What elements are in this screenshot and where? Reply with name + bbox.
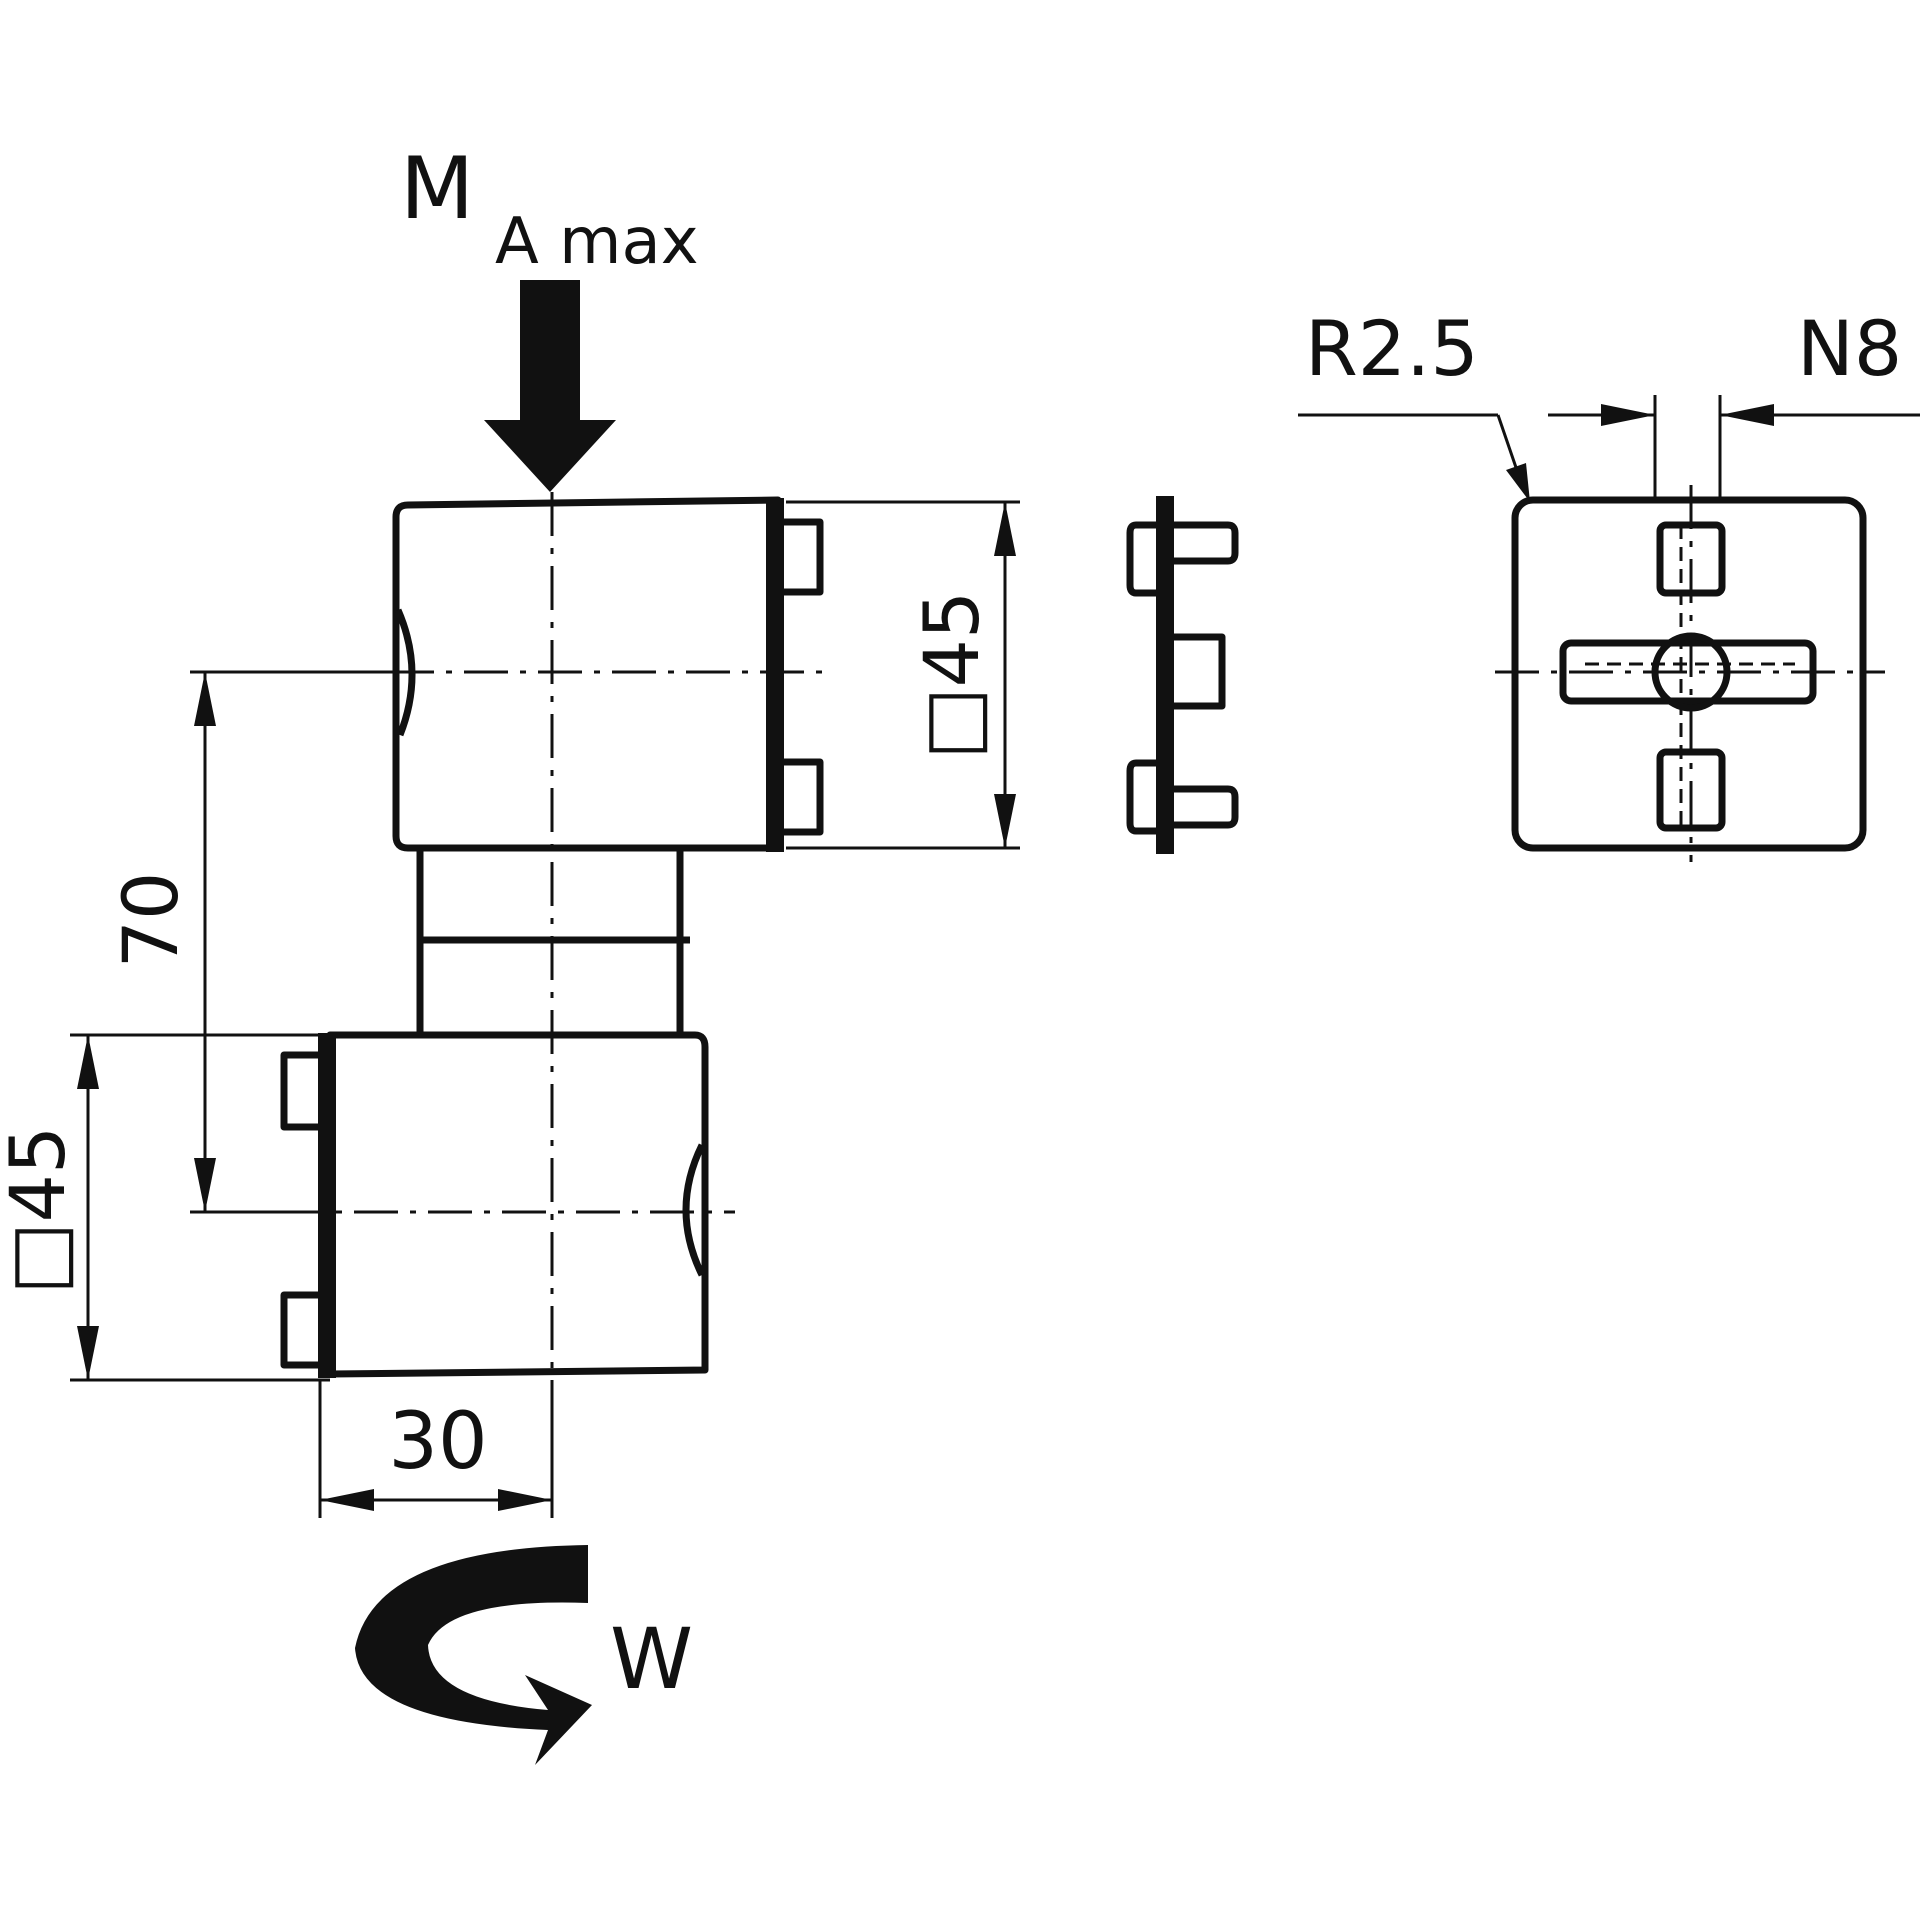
offset-dimension xyxy=(190,670,395,1214)
upper-square-label: □45 xyxy=(907,591,996,760)
upper-block xyxy=(392,496,824,852)
neck xyxy=(416,848,690,1035)
load-subscript: A max xyxy=(495,205,699,279)
slot-label: N8 xyxy=(1797,304,1902,393)
side-profile xyxy=(1126,496,1239,854)
center-lines xyxy=(280,492,830,1520)
offset-label: 70 xyxy=(106,872,195,969)
load-arrow xyxy=(484,280,616,492)
load-symbol: M xyxy=(400,139,474,239)
rotation-label: W xyxy=(610,1610,693,1708)
radius-label: R2.5 xyxy=(1305,304,1479,393)
plate-center-lines xyxy=(1495,485,1885,862)
lower-block xyxy=(280,1031,709,1378)
radius-leader xyxy=(1298,413,1530,502)
lower-square-dimension xyxy=(70,1033,330,1382)
width-label: 30 xyxy=(388,1397,487,1487)
plate-front-view xyxy=(1511,496,1867,852)
slot-dimension xyxy=(1548,395,1920,500)
rotation-arrow xyxy=(355,1545,592,1765)
lower-square-label: □45 xyxy=(0,1126,82,1295)
upper-square-dimension xyxy=(786,500,1020,850)
width-dimension xyxy=(318,1380,554,1518)
